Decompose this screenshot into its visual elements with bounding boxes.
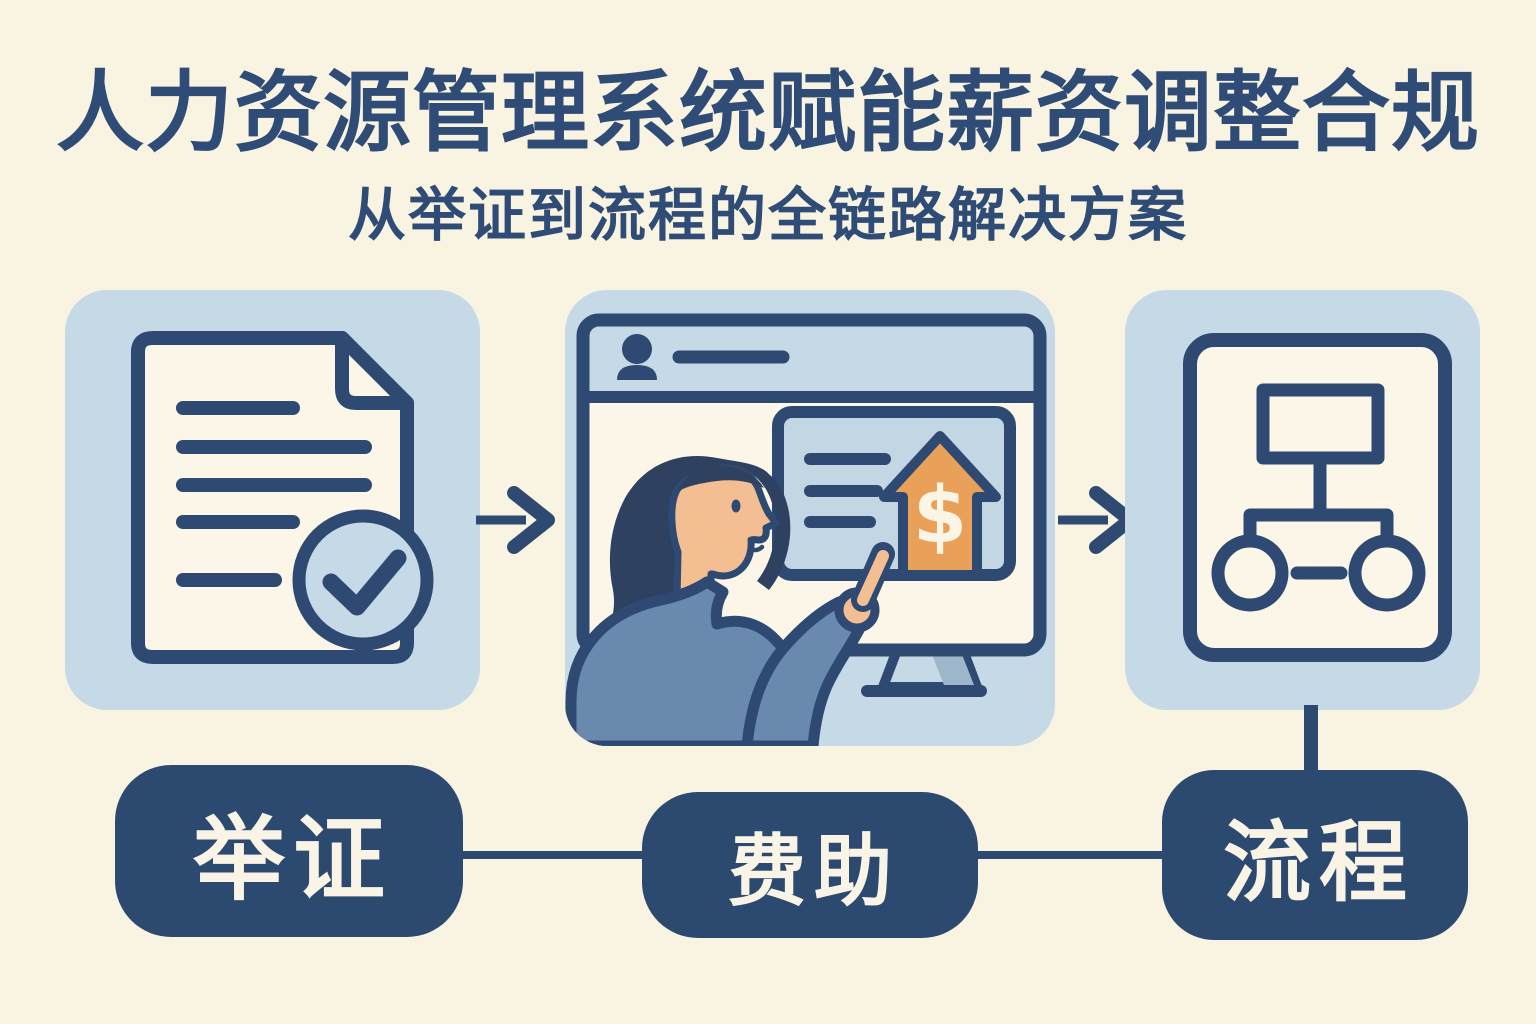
pill-connector-line [440, 851, 660, 859]
step-pill-label: 举证 [192, 808, 393, 911]
flow-arrow-icon [476, 486, 555, 554]
system-illustration-panel: $ [565, 290, 1055, 746]
checkmark-icon [322, 549, 407, 616]
pill-connector-line [960, 851, 1175, 859]
card-text-lines [804, 453, 891, 528]
flowchart-top-node [1256, 383, 1385, 465]
woman-mouth [748, 544, 765, 553]
step-pill-label: 费助 [727, 827, 900, 915]
check-circle-icon [292, 509, 434, 651]
woman-figure [565, 455, 895, 746]
flowchart-right-node [1348, 534, 1426, 612]
salary-adjustment-illustration: $ [565, 313, 1047, 746]
step-pill-process: 流程 [1162, 770, 1468, 940]
document-check-icon [131, 331, 434, 664]
woman-eye [731, 499, 741, 513]
panel-pill-connector-line [1304, 705, 1318, 775]
step-pill-label: 流程 [1222, 812, 1415, 912]
flowchart-left-node [1211, 534, 1289, 612]
monitor-stand [861, 645, 987, 697]
salary-up-arrow-icon [879, 431, 1001, 580]
woman-face [668, 464, 780, 604]
document-fold-corner [335, 331, 414, 410]
browser-header-bar [583, 320, 1040, 397]
dollar-sign: $ [913, 471, 967, 561]
flowchart-icon [1183, 333, 1452, 662]
step-pill-evidence: 举证 [115, 765, 463, 937]
evidence-panel [65, 290, 480, 710]
page-title: 人力资源管理系统赋能薪资调整合规 [55, 63, 1480, 162]
step-pill-support: 费助 [642, 792, 978, 938]
page-subtitle: 从举证到流程的全链路解决方案 [347, 183, 1188, 248]
pointing-hand [834, 542, 895, 633]
process-panel [1125, 290, 1480, 710]
document-text-lines [176, 401, 372, 587]
flowchart-connectors [1243, 451, 1394, 548]
user-avatar-icon [617, 334, 657, 380]
